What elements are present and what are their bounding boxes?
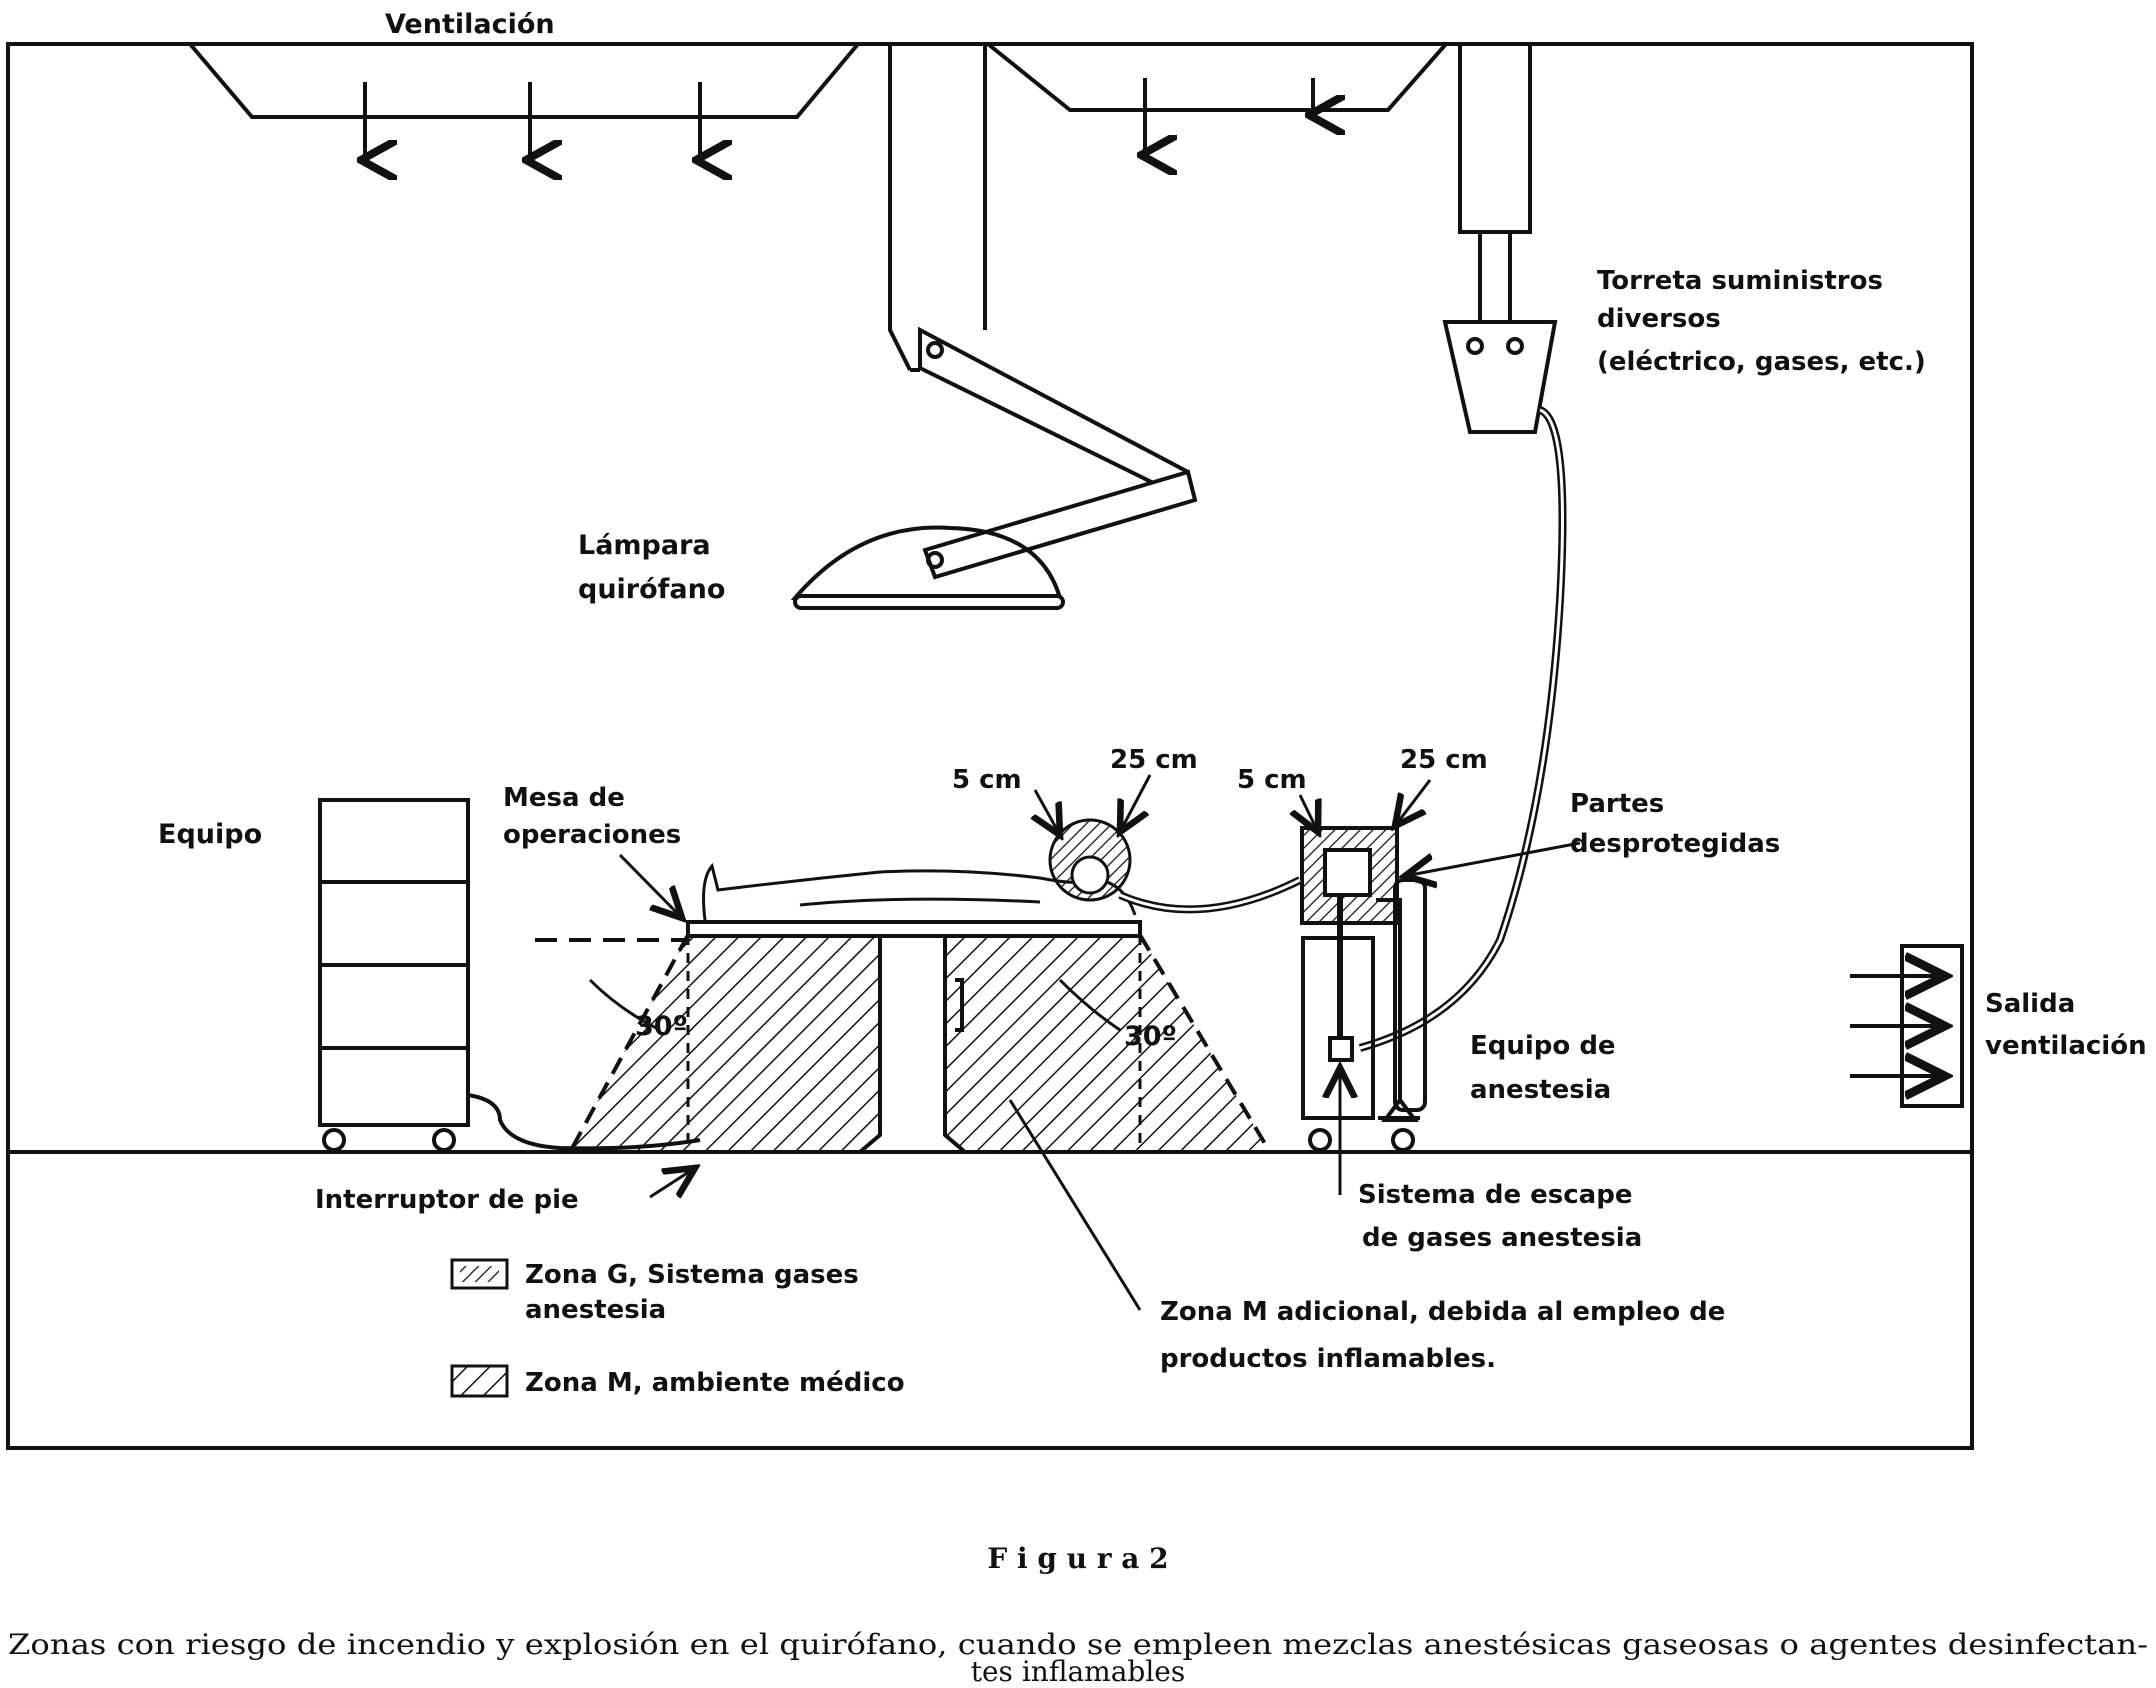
label-dist-25cm-a: 25 cm <box>1110 745 1198 775</box>
label-zona-g-2: anestesia <box>525 1295 666 1325</box>
label-torreta-3: (eléctrico, gases, etc.) <box>1597 347 1926 377</box>
label-salida-2: ventilación <box>1985 1031 2147 1061</box>
label-zona-g-1: Zona G, Sistema gases <box>525 1260 859 1290</box>
label-mesa-1: Mesa de <box>503 783 625 813</box>
label-mesa-2: operaciones <box>503 820 681 850</box>
legend-zone-m-swatch <box>450 1364 509 1398</box>
ventilation-diffuser-right <box>986 42 1448 112</box>
label-angle-right: 30º <box>1124 1021 1177 1052</box>
label-zona-m: Zona M, ambiente médico <box>525 1368 905 1398</box>
label-torreta-1: Torreta suministros <box>1597 266 1883 296</box>
supply-tower <box>1358 42 1567 1052</box>
anesthesia-machine <box>1118 826 1427 1152</box>
label-zona-m-adicional-1: Zona M adicional, debida al empleo de <box>1160 1297 1725 1327</box>
label-dist-25cm-b: 25 cm <box>1400 745 1488 775</box>
caption-line-2: tes inflamables <box>971 1655 1186 1688</box>
label-partes-1: Partes <box>1570 789 1664 819</box>
figure-number: F i g u r a 2 <box>987 1542 1168 1575</box>
label-lampara-2: quirófano <box>578 574 725 605</box>
label-salida-1: Salida <box>1985 989 2075 1019</box>
label-equipo-anestesia-1: Equipo de <box>1470 1031 1616 1061</box>
equipment-cart <box>318 798 701 1152</box>
label-lampara-1: Lámpara <box>578 530 711 561</box>
operating-table <box>686 920 1142 1154</box>
surgical-lamp <box>790 44 1198 610</box>
label-equipo-anestesia-2: anestesia <box>1470 1075 1611 1105</box>
label-dist-5cm-a: 5 cm <box>952 765 1022 795</box>
label-zona-m-adicional-2: productos inflamables. <box>1160 1344 1496 1374</box>
label-angle-left: 30º <box>635 1011 688 1042</box>
label-interruptor: Interruptor de pie <box>315 1185 579 1215</box>
legend <box>450 1258 509 1398</box>
label-torreta-2: diversos <box>1597 304 1721 334</box>
label-ventilacion: Ventilación <box>385 9 555 40</box>
head-zone <box>1048 818 1132 902</box>
label-equipo: Equipo <box>158 819 262 850</box>
label-sistema-escape-2: de gases anestesia <box>1362 1223 1642 1253</box>
label-dist-5cm-b: 5 cm <box>1237 765 1307 795</box>
room-frame <box>6 42 1974 1450</box>
label-sistema-escape-1: Sistema de escape <box>1358 1180 1632 1210</box>
label-partes-2: desprotegidas <box>1570 829 1780 859</box>
exit-ventilation <box>1850 944 1964 1108</box>
ventilation-diffuser-left <box>188 42 860 119</box>
caption-line-1: Zonas con riesgo de incendio y explosión… <box>8 1628 2148 1661</box>
ventilation-arrows <box>365 78 1313 160</box>
leader-lines <box>588 774 1581 1311</box>
